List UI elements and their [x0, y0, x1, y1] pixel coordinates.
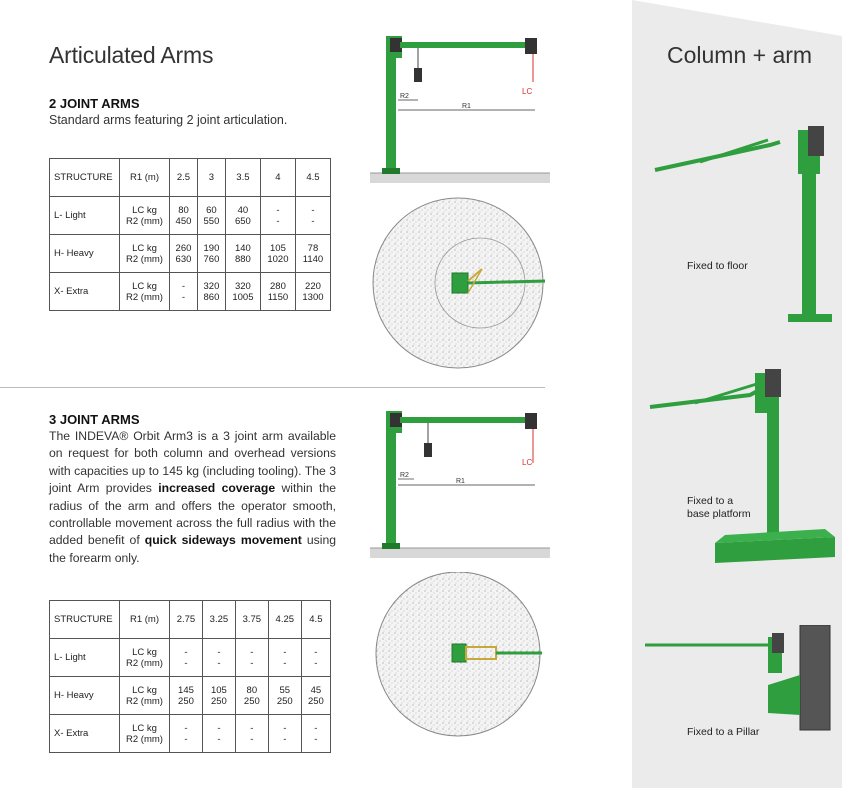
quick-sideways-text: quick sideways movement: [144, 533, 302, 548]
pillar-column-illustration: [645, 625, 831, 731]
value-cell: --: [234, 714, 269, 753]
two-joint-description: Standard arms featuring 2 joint articula…: [49, 113, 288, 127]
value-cell: --: [267, 638, 302, 677]
header-cell: R1 (m): [119, 600, 170, 639]
svg-text:R1: R1: [456, 478, 465, 485]
r2-label: R2: [400, 93, 409, 100]
platform-column-illustration: [649, 369, 835, 563]
header-cell: 4.5: [294, 158, 332, 197]
caption-pillar: Fixed to a Pillar: [687, 726, 760, 738]
column: [386, 50, 396, 173]
value-cell: --: [300, 638, 332, 677]
floor-column-illustration: [654, 126, 832, 322]
ground: [370, 173, 550, 183]
two-joint-heading: 2 JOINT ARMS: [49, 96, 140, 111]
header-cell: 2.5: [169, 158, 198, 197]
value-cell: --: [259, 196, 296, 235]
value-cell: --: [234, 638, 269, 677]
arm: [400, 42, 530, 48]
header-cell: 2.75: [169, 600, 203, 639]
row-label: L- Light: [49, 196, 120, 235]
value-cell: --: [169, 638, 203, 677]
row-label: H- Heavy: [49, 676, 120, 715]
row-label: L- Light: [49, 638, 120, 677]
svg-text:LC: LC: [522, 458, 532, 467]
header-cell: 3.25: [201, 600, 236, 639]
value-cell: --: [294, 196, 332, 235]
column-arm-title: Column + arm: [667, 42, 813, 68]
three-joint-heading: 3 JOINT ARMS: [49, 412, 140, 427]
page-title: Articulated Arms: [49, 42, 214, 68]
value-cell: --: [169, 714, 203, 753]
value-cell: --: [267, 714, 302, 753]
three-joint-side-diagram: LC R2 R1: [370, 411, 550, 558]
header-cell: STRUCTURE: [49, 600, 120, 639]
header-cell: 3.5: [224, 158, 261, 197]
header-cell: STRUCTURE: [49, 158, 120, 197]
caption-floor: Fixed to floor: [687, 260, 748, 272]
header-cell: 3: [196, 158, 226, 197]
lc-label: LC: [522, 87, 532, 96]
value-cell: --: [169, 272, 198, 311]
header-cell: 3.75: [234, 600, 269, 639]
increased-coverage-text: increased coverage: [158, 481, 276, 496]
row-label: X- Extra: [49, 714, 120, 753]
svg-text:R2: R2: [400, 472, 409, 479]
header-cell: 4.25: [267, 600, 302, 639]
two-joint-side-diagram: LC R2 R1: [370, 36, 550, 183]
section-divider: [0, 387, 545, 388]
header-cell: 4: [259, 158, 296, 197]
row-label: X- Extra: [49, 272, 120, 311]
three-joint-top-diagram: [375, 572, 542, 737]
two-joint-top-diagram: [372, 197, 545, 369]
row-label: H- Heavy: [49, 234, 120, 273]
header-cell: 4.5: [300, 600, 332, 639]
value-cell: --: [201, 714, 236, 753]
value-cell: --: [300, 714, 332, 753]
three-joint-paragraph: The INDEVA® Orbit Arm3 is a 3 joint arm …: [49, 429, 336, 565]
header-cell: R1 (m): [119, 158, 170, 197]
value-cell: --: [201, 638, 236, 677]
r1-label: R1: [462, 103, 471, 110]
